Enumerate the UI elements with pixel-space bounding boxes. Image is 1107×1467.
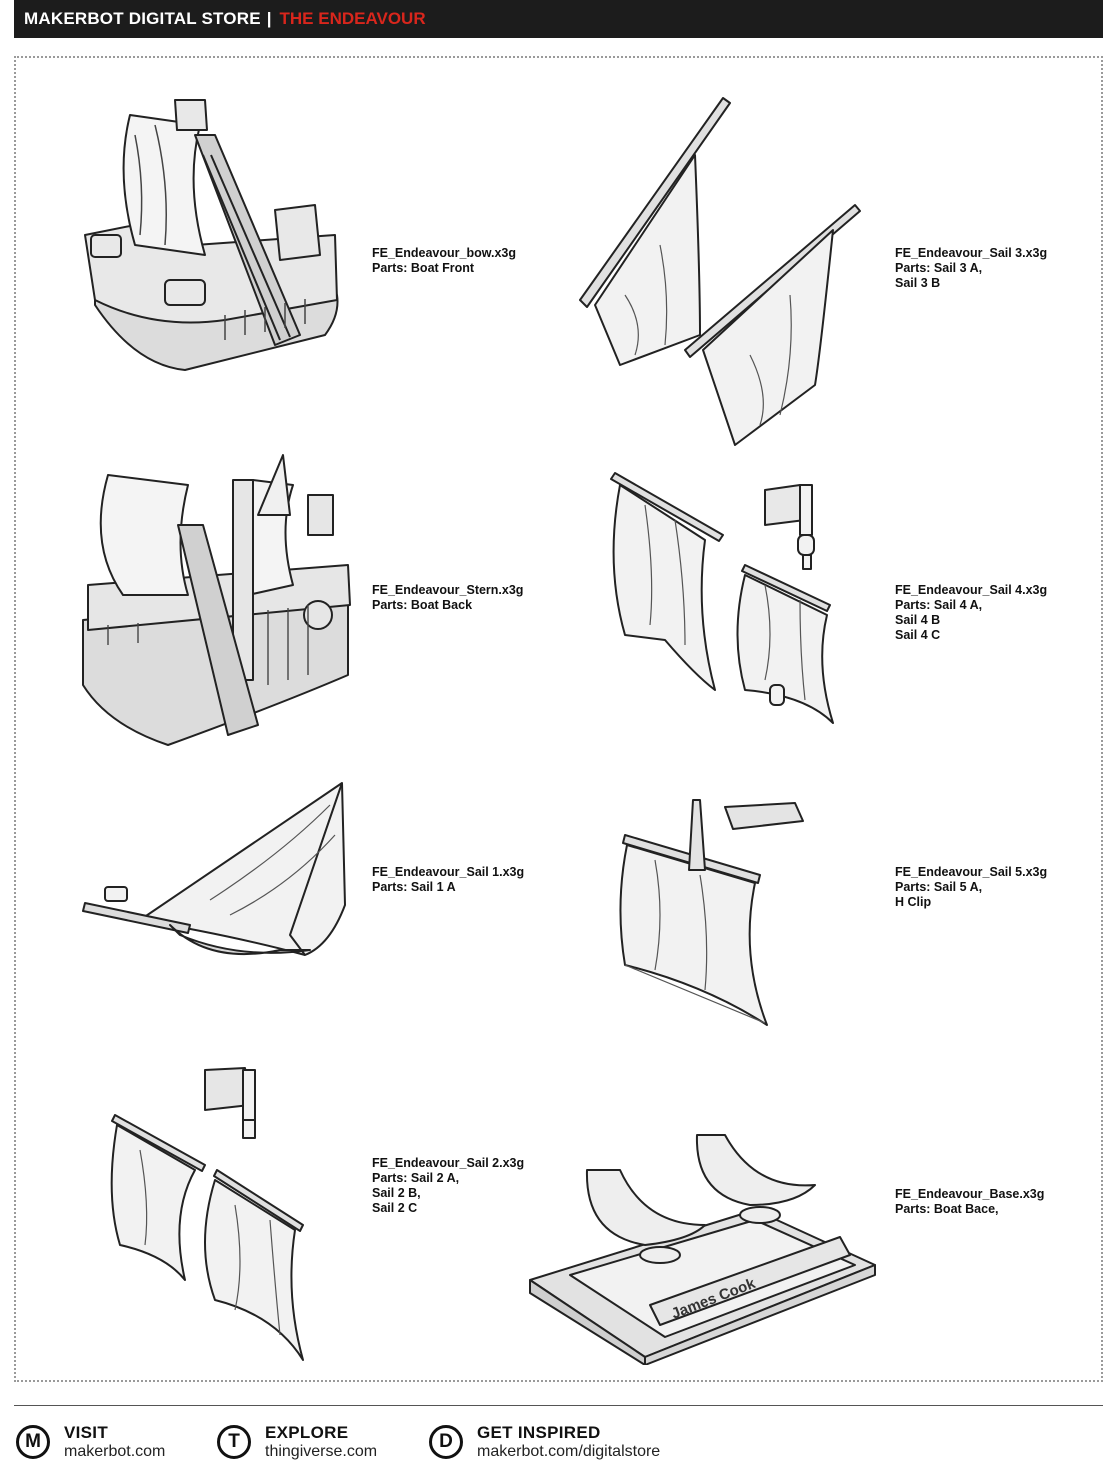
document-title: THE ENDEAVOUR xyxy=(279,9,426,28)
part-line: Parts: Boat Front xyxy=(372,261,475,275)
part-filename: FE_Endeavour_Stern.x3g xyxy=(372,583,524,597)
part-label-bow: FE_Endeavour_bow.x3g Parts: Boat Front xyxy=(372,246,516,276)
part-label-sail-3: FE_Endeavour_Sail 3.x3g Parts: Sail 3 A,… xyxy=(895,246,1047,291)
part-filename: FE_Endeavour_Sail 3.x3g xyxy=(895,246,1048,260)
footer-heading: EXPLORE xyxy=(265,1423,349,1442)
boat-front-illustration xyxy=(84,99,339,371)
part-filename: FE_Endeavour_bow.x3g xyxy=(372,246,517,260)
part-filename: FE_Endeavour_Base.x3g xyxy=(895,1187,1045,1201)
part-filename: FE_Endeavour_Sail 4.x3g xyxy=(895,583,1048,597)
footer-divider xyxy=(14,1405,1103,1406)
footer-visit-link[interactable]: M VISIT makerbot.com xyxy=(16,1420,165,1464)
part-filename: FE_Endeavour_Sail 2.x3g xyxy=(372,1156,525,1170)
digitalstore-d-icon: D xyxy=(429,1425,463,1459)
part-label-sail-5: FE_Endeavour_Sail 5.x3g Parts: Sail 5 A,… xyxy=(895,865,1047,910)
part-filename: FE_Endeavour_Sail 5.x3g xyxy=(895,865,1048,879)
sail-4-illustration xyxy=(610,472,834,724)
makerbot-m-icon: M xyxy=(16,1425,50,1459)
header-separator: | xyxy=(266,9,272,28)
part-line: Sail 2 C xyxy=(372,1201,418,1215)
part-filename: FE_Endeavour_Sail 1.x3g xyxy=(372,865,525,879)
footer-url[interactable]: makerbot.com/digitalstore xyxy=(477,1443,661,1460)
part-line: Parts: Sail 3 A, xyxy=(895,261,983,275)
footer-url[interactable]: makerbot.com xyxy=(64,1443,166,1460)
footer-explore-link[interactable]: T EXPLORE thingiverse.com xyxy=(217,1420,377,1464)
part-line: Parts: Boat Back xyxy=(372,598,473,612)
part-label-base: FE_Endeavour_Base.x3g Parts: Boat Bace, xyxy=(895,1187,1044,1217)
part-line: Parts: Sail 1 A xyxy=(372,880,456,894)
sail-1-illustration xyxy=(82,782,346,956)
thingiverse-t-icon: T xyxy=(217,1425,251,1459)
part-line: H Clip xyxy=(895,895,932,909)
boat-back-illustration xyxy=(82,454,351,746)
part-line: Sail 2 B, xyxy=(372,1186,421,1200)
store-brand: MAKERBOT DIGITAL STORE xyxy=(24,9,261,28)
footer-heading: GET INSPIRED xyxy=(477,1423,601,1442)
part-line: Parts: Sail 2 A, xyxy=(372,1171,460,1185)
sail-3-illustration xyxy=(579,97,861,446)
sail-5-illustration xyxy=(619,799,804,1026)
footer-heading: VISIT xyxy=(64,1423,109,1442)
part-line: Parts: Sail 5 A, xyxy=(895,880,983,894)
part-line: Parts: Sail 4 A, xyxy=(895,598,983,612)
parts-frame xyxy=(14,56,1103,1382)
part-line: Parts: Boat Bace, xyxy=(895,1202,999,1216)
part-label-sail-2: FE_Endeavour_Sail 2.x3g Parts: Sail 2 A,… xyxy=(372,1156,524,1216)
part-line: Sail 3 B xyxy=(895,276,941,290)
part-line: Sail 4 B xyxy=(895,613,941,627)
header-bar: MAKERBOT DIGITAL STORE | THE ENDEAVOUR xyxy=(14,0,1103,38)
part-label-sail-1: FE_Endeavour_Sail 1.x3g Parts: Sail 1 A xyxy=(372,865,524,895)
boat-base-illustration: James Cook xyxy=(529,1134,876,1365)
footer-get-inspired-link[interactable]: D GET INSPIRED makerbot.com/digitalstore xyxy=(429,1420,660,1464)
part-label-sail-4: FE_Endeavour_Sail 4.x3g Parts: Sail 4 A,… xyxy=(895,583,1047,643)
footer-url[interactable]: thingiverse.com xyxy=(265,1443,378,1460)
part-label-stern: FE_Endeavour_Stern.x3g Parts: Boat Back xyxy=(372,583,523,613)
sail-2-illustration xyxy=(110,1067,304,1361)
part-line: Sail 4 C xyxy=(895,628,941,642)
